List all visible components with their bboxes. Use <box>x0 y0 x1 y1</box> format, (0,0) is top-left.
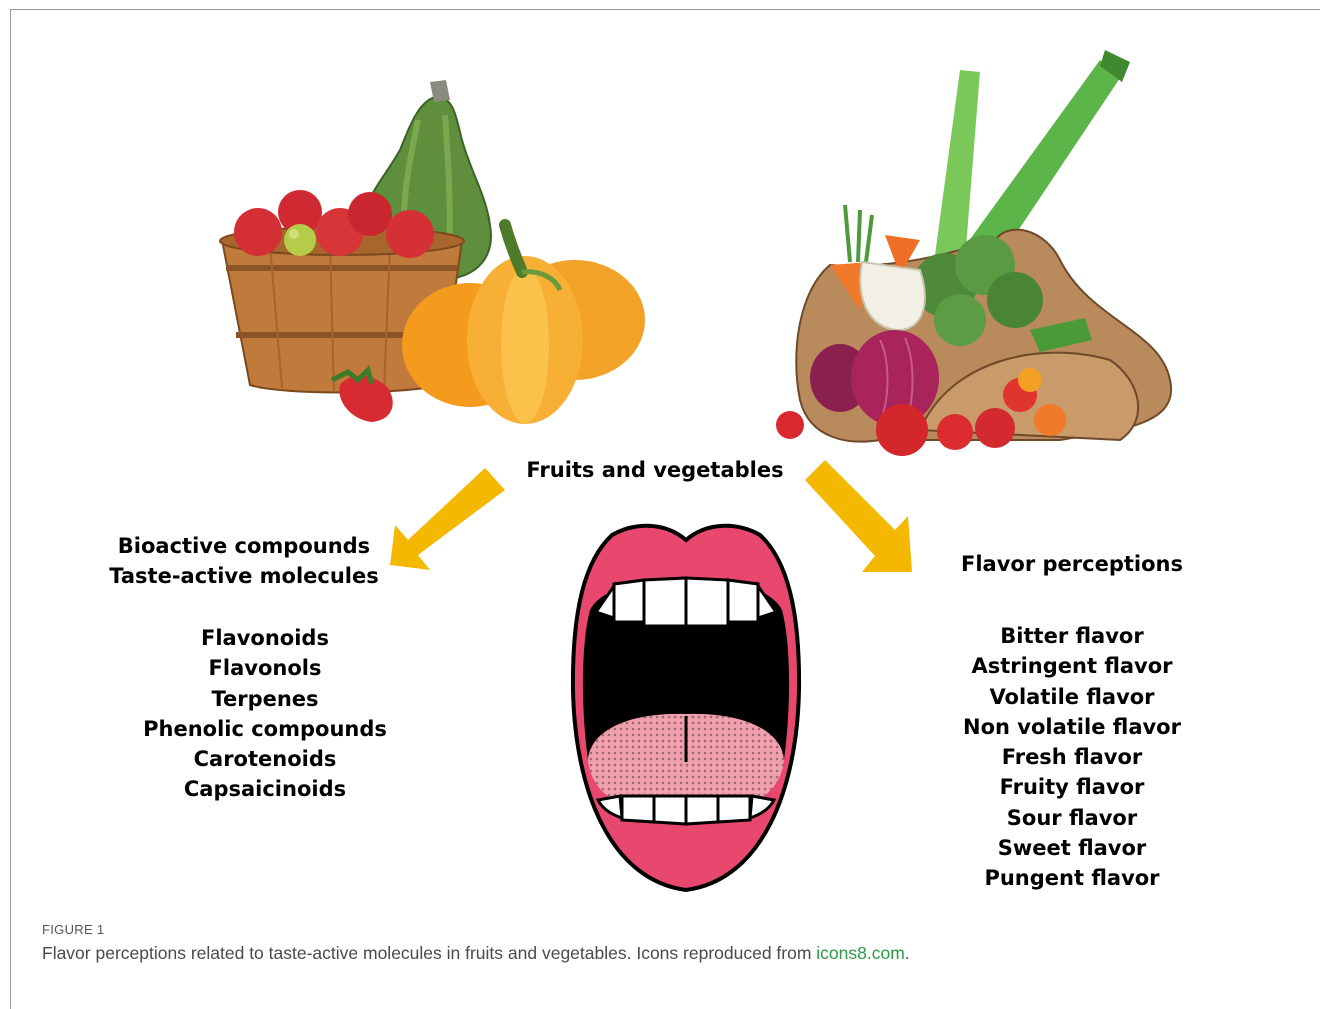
fruit-basket-illustration <box>220 80 645 424</box>
left-headings: Bioactive compounds Taste-active molecul… <box>109 531 378 592</box>
caption-text: Flavor perceptions related to taste-acti… <box>42 943 816 963</box>
center-label: Fruits and vegetables <box>526 458 783 483</box>
flavor-list: Bitter flavor Astringent flavor Volatile… <box>963 621 1181 894</box>
list-item: Carotenoids <box>143 744 387 774</box>
vegetable-sack-illustration <box>776 50 1171 456</box>
heading-taste-active-molecules: Taste-active molecules <box>109 561 378 591</box>
list-item: Terpenes <box>143 684 387 714</box>
list-item: Bitter flavor <box>963 621 1181 651</box>
list-item: Volatile flavor <box>963 682 1181 712</box>
list-item: Sweet flavor <box>963 833 1181 863</box>
list-item: Flavonoids <box>143 623 387 653</box>
caption-end: . <box>905 943 910 963</box>
list-item: Astringent flavor <box>963 651 1181 681</box>
compound-list: Flavonoids Flavonols Terpenes Phenolic c… <box>143 623 387 805</box>
icons8-link[interactable]: icons8.com <box>816 943 905 963</box>
heading-flavor-perceptions: Flavor perceptions <box>961 552 1183 577</box>
list-item: Pungent flavor <box>963 863 1181 893</box>
list-item: Non volatile flavor <box>963 712 1181 742</box>
list-item: Capsaicinoids <box>143 774 387 804</box>
list-item: Flavonols <box>143 653 387 683</box>
list-item: Sour flavor <box>963 803 1181 833</box>
arrow-left-icon <box>390 468 505 570</box>
arrow-right-icon <box>805 460 912 572</box>
figure-label: FIGURE 1 <box>42 922 104 937</box>
mouth-icon <box>573 526 799 890</box>
figure-caption: Flavor perceptions related to taste-acti… <box>42 943 910 964</box>
heading-bioactive-compounds: Bioactive compounds <box>109 531 378 561</box>
list-item: Phenolic compounds <box>143 714 387 744</box>
list-item: Fresh flavor <box>963 742 1181 772</box>
list-item: Fruity flavor <box>963 772 1181 802</box>
